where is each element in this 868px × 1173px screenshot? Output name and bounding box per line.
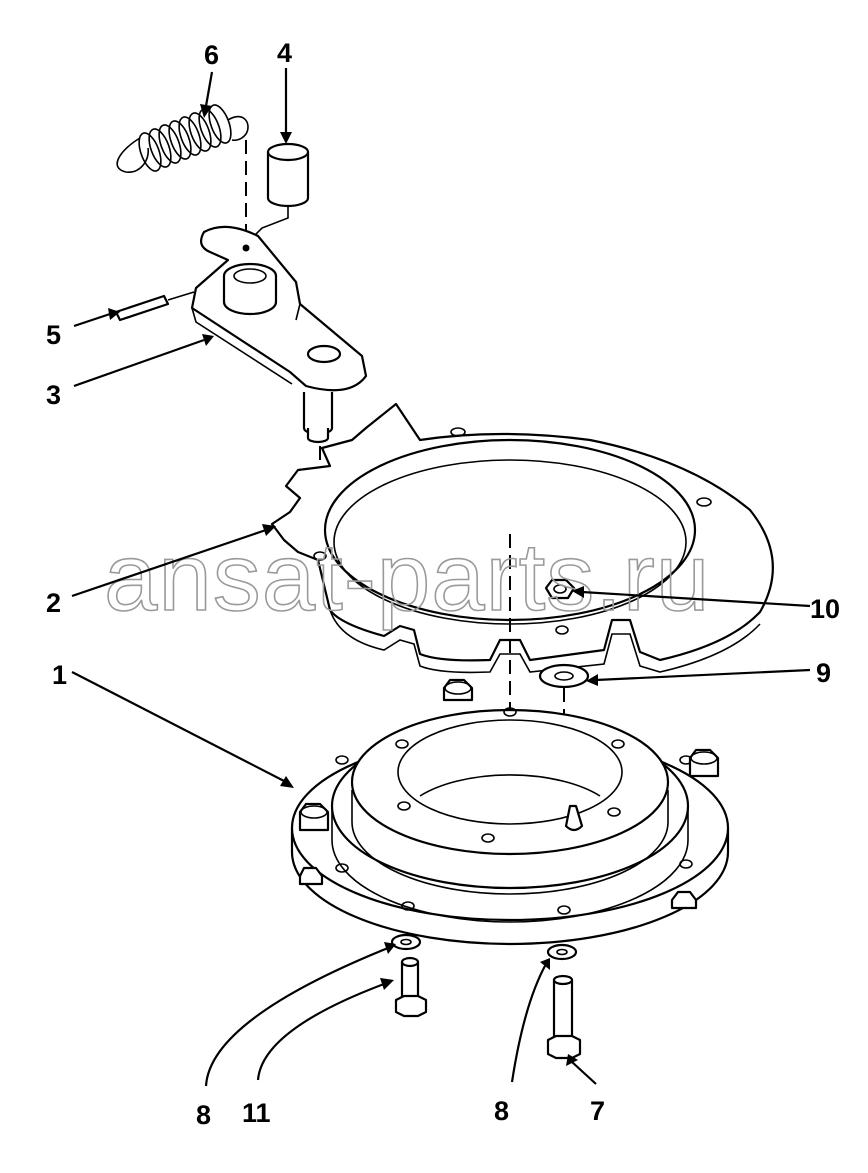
callout-5: 5 (46, 320, 61, 350)
washer-part-8-left (390, 933, 422, 951)
lever-part-3 (190, 225, 368, 444)
base-flange-part-1 (290, 707, 730, 946)
callout-2: 2 (46, 588, 61, 618)
bolt-part-7 (546, 974, 582, 1060)
callout-3: 3 (46, 380, 61, 410)
callout-1: 1 (52, 660, 67, 690)
callout-8-left: 8 (196, 1100, 211, 1130)
callout-6: 6 (204, 40, 219, 70)
flange-bolt-heads (298, 678, 720, 910)
washer-part-9 (538, 663, 590, 689)
callout-9: 9 (816, 658, 831, 688)
callout-4: 4 (277, 38, 292, 68)
leader-lines (71, 68, 811, 1087)
bolt-part-11 (394, 956, 428, 1018)
washer-part-8-right (546, 943, 578, 961)
nut-part-10 (544, 578, 576, 600)
callout-8-right: 8 (494, 1096, 509, 1126)
sleeve-part-4 (266, 142, 310, 208)
pin-part-5 (114, 291, 195, 322)
spring-part-6 (116, 104, 249, 173)
watermark-text: ansat-parts.ru (104, 524, 710, 631)
callout-11: 11 (242, 1098, 271, 1128)
callout-7: 7 (590, 1096, 605, 1126)
callout-10: 10 (810, 594, 840, 624)
